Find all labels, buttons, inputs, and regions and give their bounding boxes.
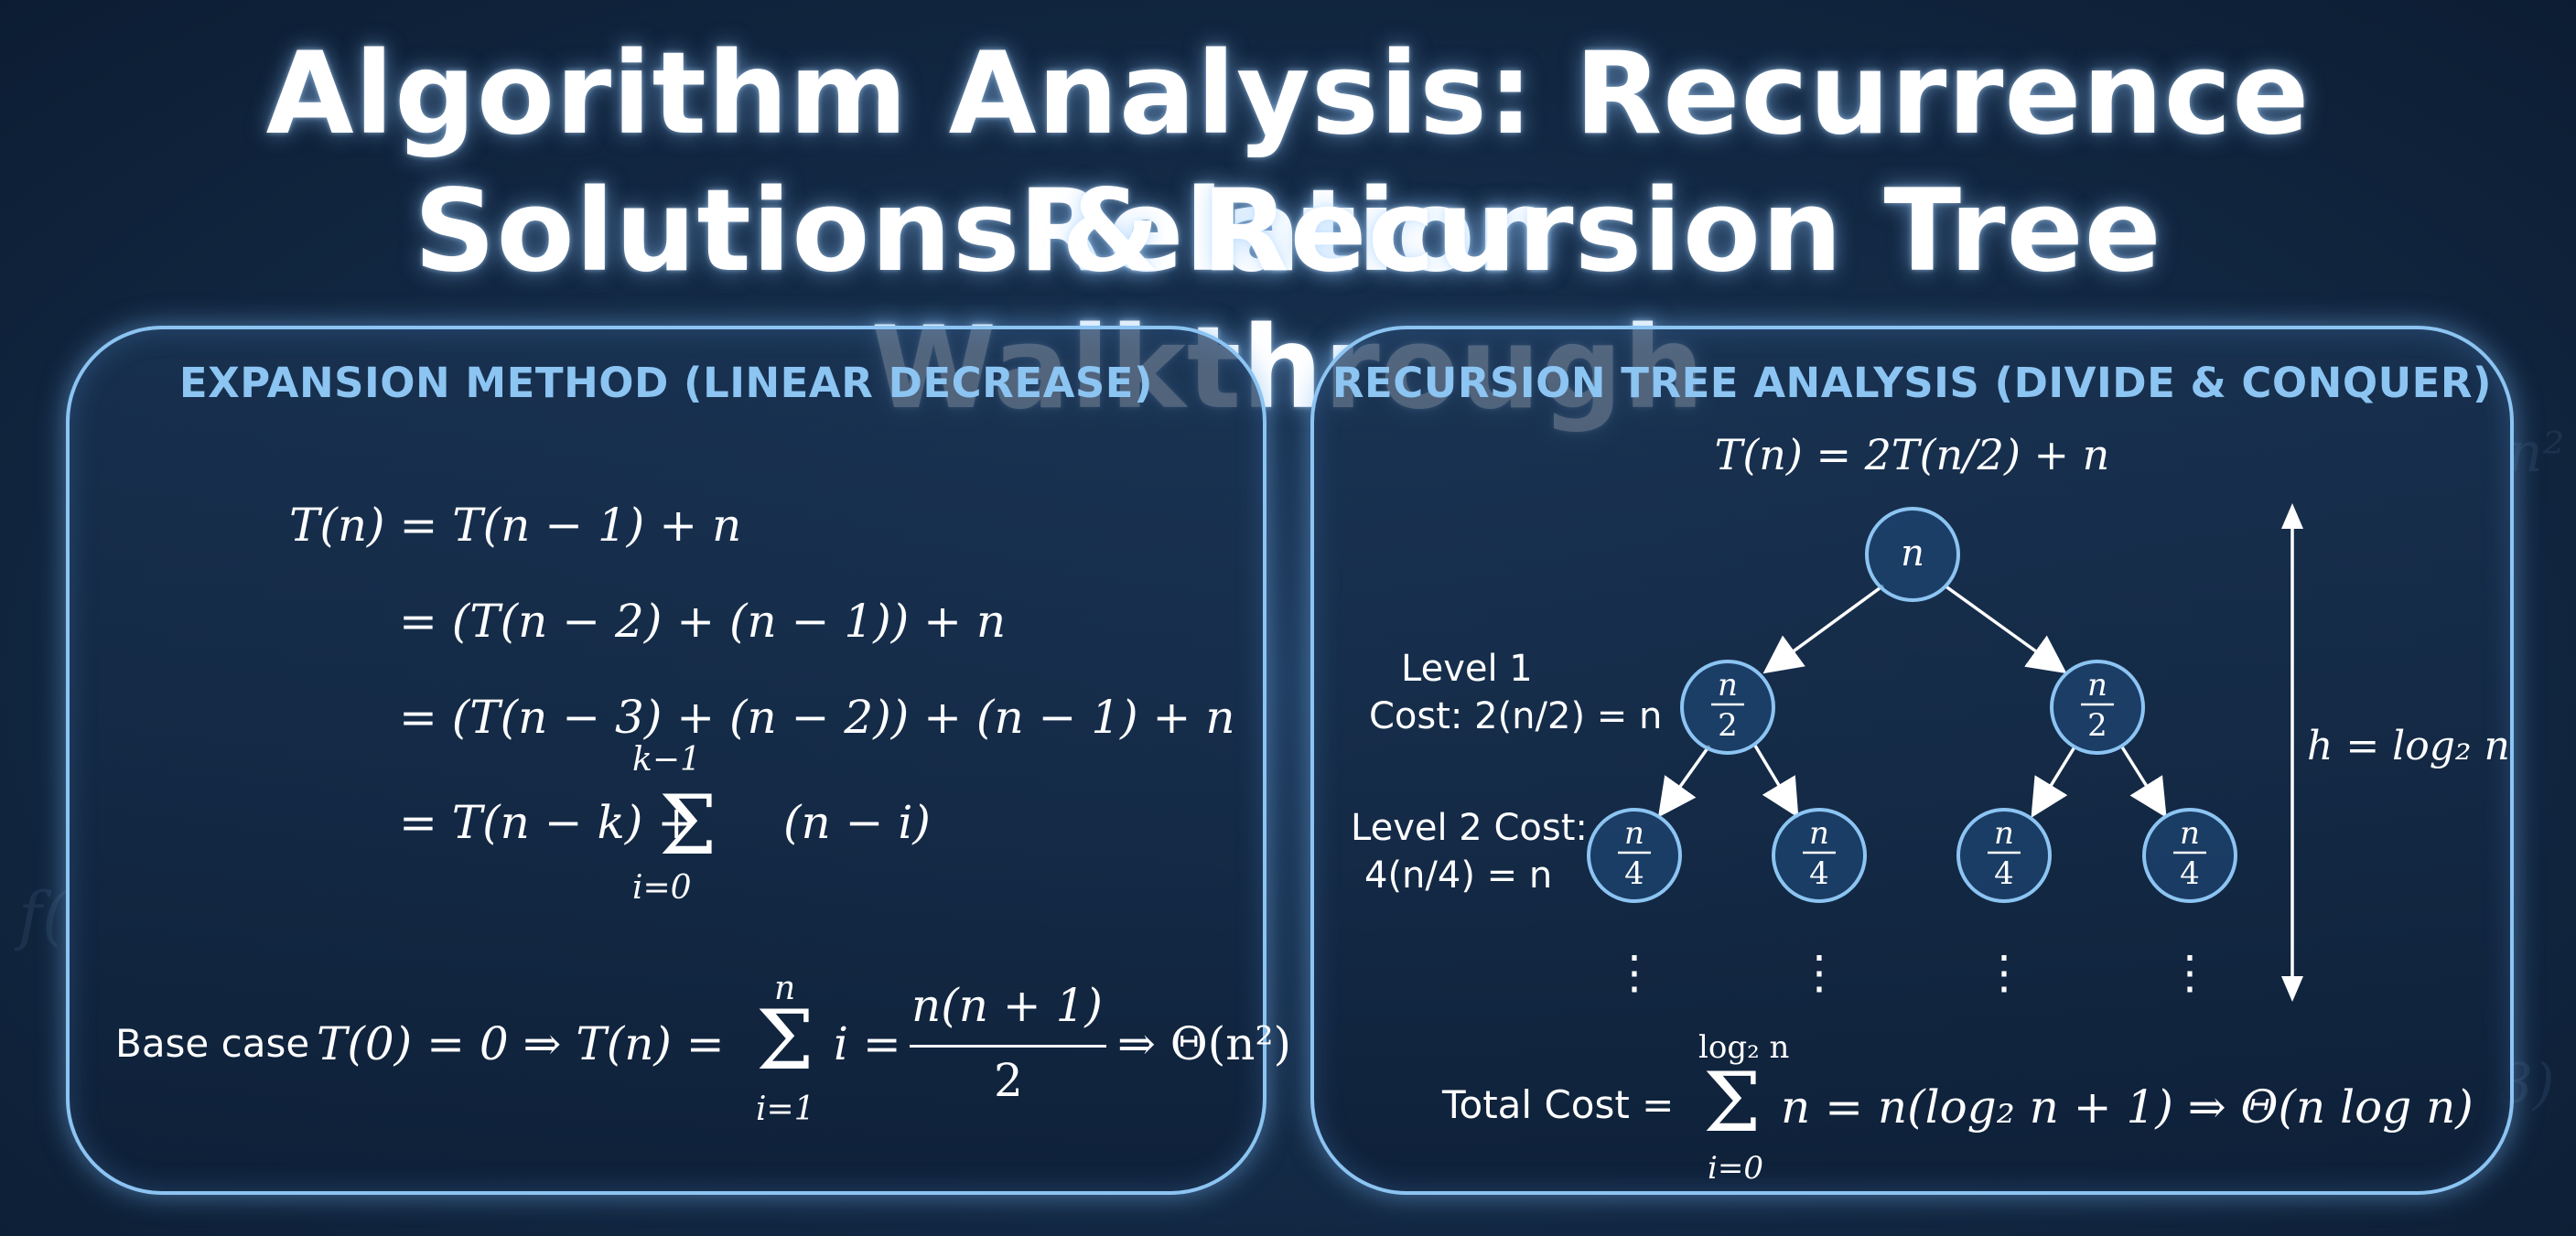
expansion-line-1: T(n) = T(n − 1) + n [289, 499, 742, 552]
tree-node-level2-2 [1772, 808, 1867, 903]
svg-text:4: 4 [2180, 855, 2200, 892]
level2-fraction-1: n 4 [1618, 815, 1651, 892]
background-decoration: f( [18, 878, 68, 953]
tree-node-root [1865, 507, 1960, 602]
recursion-tree-heading: RECURSION TREE ANALYSIS (DIVIDE & CONQUE… [1331, 359, 2493, 407]
base-frac-bar [910, 1045, 1106, 1048]
expansion-method-panel: EXPANSION METHOD (LINEAR DECREASE) T(n) … [66, 326, 1291, 1195]
svg-text:2: 2 [1718, 707, 1738, 744]
total-sum-upper: log₂ n [1698, 1029, 1790, 1066]
base-result: ⇒ Θ(n²) [1117, 1017, 1292, 1070]
height-arrow-top [2281, 503, 2303, 529]
tree-recurrence: T(n) = 2T(n/2) + n [1714, 430, 2110, 479]
svg-text:4: 4 [1809, 855, 1829, 892]
tree-node-level2-4 [2142, 808, 2237, 903]
expansion-line-3: = (T(n − 3) + (n − 2)) + (n − 1) + n [399, 691, 1235, 744]
total-cost-label: Total Cost = [1442, 1082, 1675, 1127]
page-title-line-2: Solutions & Recursion Tree Walkthrough [414, 166, 2162, 435]
edge-l1-rr [2119, 745, 2167, 818]
tree-height-label: h = log₂ n [2307, 723, 2510, 769]
tree-node-level2-3 [1956, 808, 2052, 903]
svg-text:4: 4 [1624, 855, 1644, 892]
tree-node-level1-left [1680, 660, 1775, 755]
level2-fraction-4: n 4 [2173, 815, 2206, 892]
svg-text:n: n [1809, 815, 1829, 852]
tree-node-level1-right [2050, 660, 2145, 755]
level-1-label: Level 1 [1401, 648, 1533, 690]
sum-lower-limit: i=0 [632, 869, 692, 907]
ellipsis-4: ⋮ [2167, 946, 2213, 999]
level1-left-fraction: n 2 [1711, 667, 1744, 744]
svg-text:n: n [1994, 815, 2014, 852]
expansion-line-4-text: = T(n − k) + (n − i) [399, 796, 931, 849]
total-cost-expr: n = n(log₂ n + 1) ⇒ Θ(n log n) [1781, 1080, 2474, 1134]
edge-root-left [1762, 584, 1885, 674]
recursion-tree-panel: RECURSION TREE ANALYSIS (DIVIDE & CONQUE… [1310, 326, 2514, 1195]
total-cost-line: Total Cost = log₂ n Σ i=0 n = n(log₂ n +… [1442, 1029, 2474, 1187]
expansion-sum-symbol: Σ [659, 778, 717, 874]
total-sum-lower: i=0 [1708, 1150, 1763, 1187]
svg-text:n: n [1624, 815, 1644, 852]
page-title-line-1: Algorithm Analysis: Recurrence Relation [265, 28, 2311, 297]
level2-fraction-2: n 4 [1803, 815, 1836, 892]
level-1-cost: Cost: 2(n/2) = n [1369, 695, 1663, 737]
background-decoration: n² [2507, 421, 2565, 485]
level-2-cost: 4(n/4) = n [1364, 854, 1553, 897]
edge-l1-rl [2031, 745, 2077, 818]
base-sum-upper: n [774, 970, 796, 1007]
height-arrow-bottom [2281, 976, 2303, 1002]
base-case-expr: T(0) = 0 ⇒ T(n) = [317, 1017, 725, 1070]
expansion-method-heading: EXPANSION METHOD (LINEAR DECREASE) [178, 359, 1154, 407]
base-sum-symbol: Σ [756, 993, 814, 1089]
edge-l1-ll [1657, 744, 1711, 818]
svg-text:4: 4 [1994, 855, 2014, 892]
base-frac-num: n(n + 1) [911, 979, 1103, 1032]
edge-root-right [1943, 584, 2067, 674]
base-sum-lower: i=1 [756, 1091, 815, 1128]
svg-text:n: n [1718, 667, 1738, 704]
svg-text:n: n [2180, 815, 2200, 852]
svg-text:n: n [2087, 667, 2107, 704]
base-frac-den: 2 [994, 1054, 1023, 1107]
tree-node-level2-1 [1587, 808, 1682, 903]
ellipsis-1: ⋮ [1611, 946, 1657, 999]
level2-fraction-3: n 4 [1988, 815, 2021, 892]
level-2-label: Level 2 Cost: [1351, 807, 1588, 849]
base-after-sum: i = [834, 1017, 901, 1070]
ellipsis-3: ⋮ [1981, 946, 2027, 999]
expansion-line-2: = (T(n − 2) + (n − 1)) + n [399, 595, 1007, 648]
base-case-label: Base case [115, 1021, 310, 1066]
edge-l1-lr [1753, 745, 1799, 819]
svg-text:2: 2 [2087, 707, 2107, 744]
level1-right-fraction: n 2 [2081, 667, 2114, 744]
root-node-label: n [1901, 532, 1924, 575]
expansion-line-4: k−1 = T(n − k) + (n − i) i=0 [399, 741, 1040, 907]
sum-upper-limit: k−1 [632, 741, 701, 779]
total-sum-symbol: Σ [1703, 1055, 1762, 1151]
ellipsis-2: ⋮ [1796, 946, 1842, 999]
base-case-line: Base case T(0) = 0 ⇒ T(n) = n Σ i=1 i = … [115, 970, 1291, 1134]
